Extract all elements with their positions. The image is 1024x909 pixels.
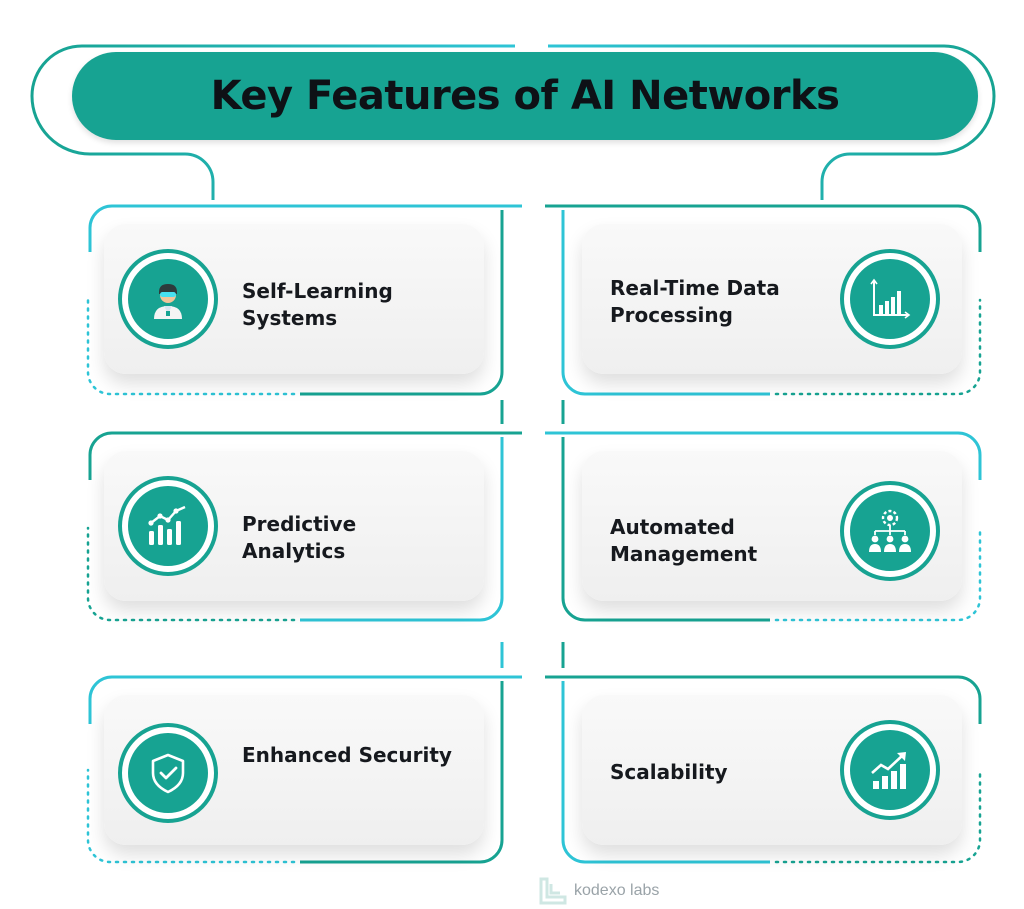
feature-label: Enhanced Security bbox=[242, 743, 452, 767]
feature-card-self-learning: Self-Learning Systems bbox=[104, 224, 484, 374]
icon-badge bbox=[118, 476, 218, 576]
feature-label: Automated Management bbox=[610, 515, 758, 566]
feature-card-enhanced-security: Enhanced Security bbox=[104, 695, 484, 845]
feature-card-scalability: Scalability bbox=[582, 695, 962, 845]
icon-badge bbox=[840, 720, 940, 820]
title-banner: Key Features of AI Networks bbox=[72, 52, 978, 140]
feature-label: Predictive Analytics bbox=[242, 512, 357, 563]
team-gear-icon bbox=[869, 509, 911, 552]
icon-badge bbox=[840, 249, 940, 349]
icon-badge bbox=[840, 481, 940, 581]
feature-card-automated-management: Automated Management bbox=[582, 451, 962, 601]
feature-label: Real-Time Data Processing bbox=[610, 276, 780, 327]
page-title: Key Features of AI Networks bbox=[210, 73, 840, 119]
icon-badge bbox=[118, 723, 218, 823]
feature-card-real-time: Real-Time Data Processing bbox=[582, 224, 962, 374]
bar-chart-icon bbox=[870, 278, 911, 319]
growth-chart-icon bbox=[871, 752, 906, 789]
feature-card-predictive-analytics: Predictive Analytics bbox=[104, 451, 484, 601]
analytics-trend-icon bbox=[148, 505, 186, 545]
feature-label: Scalability bbox=[610, 760, 728, 784]
shield-check-icon bbox=[151, 753, 185, 794]
feature-label: Self-Learning Systems bbox=[242, 279, 393, 330]
icon-badge bbox=[118, 249, 218, 349]
kodexo-logo-icon bbox=[539, 877, 567, 905]
brand-name: kodexo labs bbox=[574, 882, 660, 899]
engineer-icon bbox=[154, 284, 182, 319]
brand-logo: kodexo labs bbox=[538, 874, 659, 908]
